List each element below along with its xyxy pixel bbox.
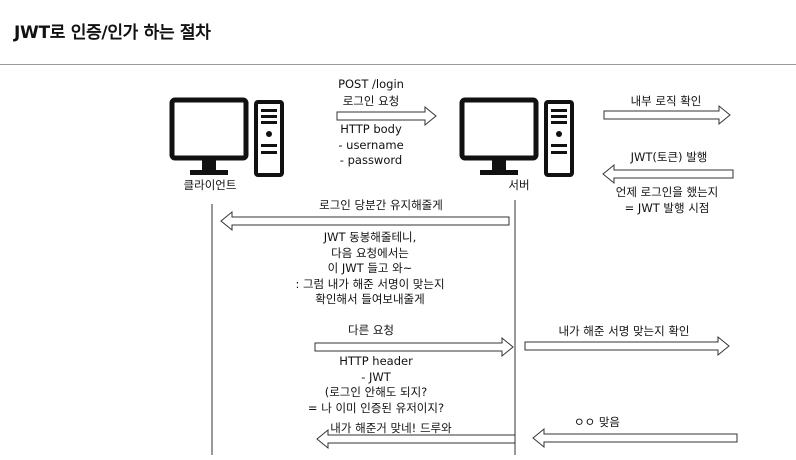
- other-request-arrow: [314, 336, 514, 358]
- correct-label: ㅇㅇ 맞음: [574, 415, 620, 429]
- keep-login-arrow: [220, 210, 510, 232]
- login-body-label: HTTP body - username - password: [338, 122, 404, 167]
- other-request-label: 다른 요청: [348, 323, 394, 337]
- internal-logic-label: 내부 로직 확인: [630, 94, 702, 108]
- verify-signature-arrow: [524, 335, 730, 357]
- title-divider: [0, 64, 796, 65]
- keep-login-label: 로그인 당분간 유지해줄게: [319, 198, 443, 212]
- ok-come-in-arrow: [316, 428, 516, 450]
- server-label: 서버: [508, 178, 530, 192]
- jwt-issue-label: JWT(토큰) 발행: [630, 150, 708, 164]
- correct-arrow: [532, 427, 738, 449]
- header-note: HTTP header - JWT (로그인 안해도 되지? = 나 이미 인증…: [307, 354, 445, 415]
- client-label: 클라이언트: [183, 178, 237, 192]
- server-computer-icon: [462, 100, 572, 175]
- internal-logic-arrow: [603, 104, 731, 126]
- jwt-note: JWT 동봉해줄테니, 다음 요청에서는 이 JWT 들고 와~ : 그럼 내가…: [295, 230, 445, 306]
- verify-signature-label: 내가 해준 서명 맞는지 확인: [558, 324, 690, 338]
- jwt-issue-note: 언제 로그인을 했는지 = JWT 발행 시점: [615, 185, 719, 215]
- page-title: JWT로 인증/인가 하는 절차: [14, 23, 211, 43]
- login-request-arrow: [336, 105, 437, 127]
- ok-come-in-label: 내가 해준거 맞네! 드루와: [330, 421, 452, 435]
- jwt-issue-arrow: [602, 163, 734, 185]
- login-request-label: POST /login 로그인 요청: [338, 77, 404, 108]
- client-computer-icon: [172, 100, 282, 175]
